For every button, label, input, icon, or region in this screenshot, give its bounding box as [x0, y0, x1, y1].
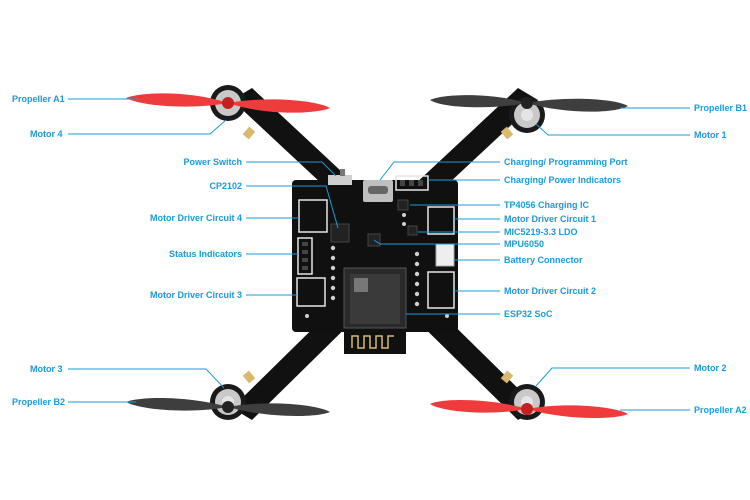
label-battery-connector: Battery Connector [504, 255, 583, 265]
leader-lines [68, 98, 690, 411]
antenna-trace [351, 335, 394, 349]
label-motor-driver-1: Motor Driver Circuit 1 [504, 214, 597, 224]
motor-driver-3-outline [296, 277, 326, 307]
esp32-qr [354, 278, 368, 292]
label-motor-1: Motor 1 [694, 130, 727, 140]
status-leds [302, 180, 423, 270]
label-propeller-a2: Propeller A2 [694, 405, 747, 415]
label-propeller-a1: Propeller A1 [12, 94, 65, 104]
label-mpu6050: MPU6050 [504, 239, 545, 249]
motor-driver-1-outline [427, 206, 455, 235]
label-motor-2: Motor 2 [694, 363, 727, 373]
label-motor-driver-3: Motor Driver Circuit 3 [149, 290, 242, 300]
label-motor-4: Motor 4 [30, 129, 63, 139]
propeller-b1 [430, 95, 628, 112]
header-pins [305, 213, 449, 318]
power-switch [328, 175, 352, 185]
propeller-a1 [126, 93, 330, 113]
cp2102-chip [330, 223, 350, 243]
status-leds-outline [297, 237, 313, 275]
propeller-b2 [126, 397, 330, 417]
label-charging-indicators: Charging/ Power Indicators [504, 175, 622, 185]
motor-driver-4-outline [298, 199, 328, 233]
label-motor-driver-4: Motor Driver Circuit 4 [149, 213, 242, 223]
antenna-tab [344, 328, 406, 354]
label-esp32: ESP32 SoC [504, 309, 553, 319]
label-motor-driver-2: Motor Driver Circuit 2 [504, 286, 597, 296]
charging-leds-outline [395, 175, 429, 191]
propeller-a2 [430, 399, 628, 419]
battery-connector [435, 243, 455, 267]
ldo-chip [407, 225, 418, 236]
motor-driver-2-outline [427, 271, 455, 309]
label-motor-3: Motor 3 [30, 364, 63, 374]
label-power-switch: Power Switch [183, 157, 242, 167]
label-cp2102: CP2102 [209, 181, 242, 191]
label-tp4056: TP4056 Charging IC [504, 200, 590, 210]
label-status-indicators: Status Indicators [168, 249, 242, 259]
label-charging-port: Charging/ Programming Port [504, 157, 628, 167]
label-propeller-b1: Propeller B1 [694, 103, 748, 113]
label-ldo: MIC5219-3.3 LDO [504, 227, 578, 237]
tp4056-chip [397, 199, 409, 211]
label-propeller-b2: Propeller B2 [12, 397, 66, 407]
